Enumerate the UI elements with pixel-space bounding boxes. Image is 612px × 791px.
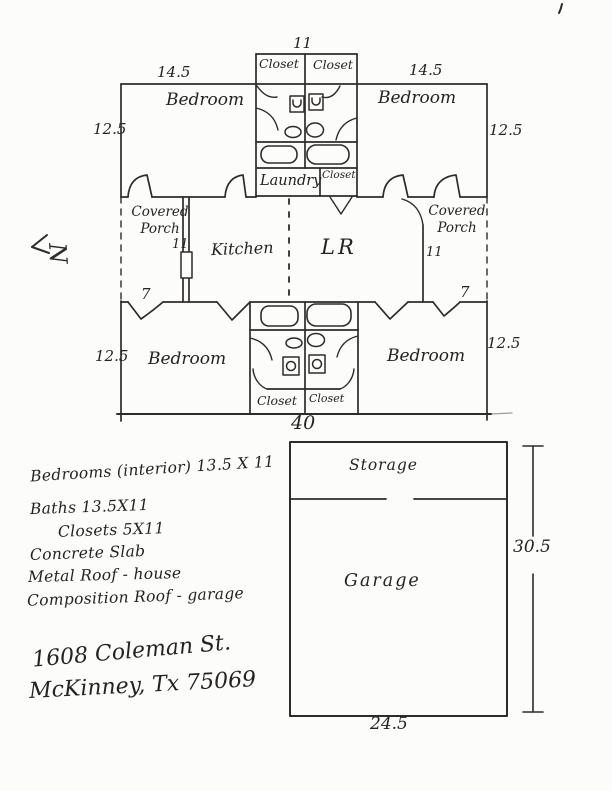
room-label-covered-porch-right: Covered Porch bbox=[428, 203, 486, 236]
door-swing-icon bbox=[127, 301, 164, 320]
stray-pen-mark bbox=[558, 3, 563, 14]
bathtub-icon bbox=[260, 145, 298, 164]
sink-icon bbox=[305, 122, 325, 138]
door-icon bbox=[180, 251, 193, 279]
room-label-laundry: Laundry bbox=[260, 173, 322, 189]
room-label-bedroom-bottom-left: Bedroom bbox=[148, 349, 227, 369]
dimension-porch-right-depth: 7 bbox=[460, 283, 470, 301]
door-swing-icon bbox=[216, 301, 251, 321]
sink-icon bbox=[285, 337, 303, 349]
sink-icon bbox=[284, 125, 302, 139]
bathtub-icon bbox=[260, 305, 299, 327]
porch-left-wall bbox=[180, 196, 193, 303]
door-swing-icon bbox=[329, 196, 353, 215]
dimension-lower-right-height: 12.5 bbox=[487, 334, 521, 352]
dimension-top-left: 14.5 bbox=[157, 63, 191, 81]
room-label-closet-top-left: Closet bbox=[259, 56, 299, 71]
room-label-living-room: LR bbox=[321, 235, 357, 259]
room-label-bedroom-top-right: Bedroom bbox=[378, 88, 457, 108]
compass-arrow-icon bbox=[31, 234, 50, 254]
door-swing-icon bbox=[224, 174, 247, 198]
door-swing-icon bbox=[382, 174, 409, 198]
porch-right-wall bbox=[401, 198, 424, 303]
room-label-covered-porch-left: Covered Porch bbox=[131, 204, 189, 237]
dimension-upper-right-height: 12.5 bbox=[489, 121, 523, 139]
lower-interior-wall bbox=[120, 301, 488, 321]
note-line: Metal Roof - house bbox=[27, 563, 182, 587]
room-label-kitchen: Kitchen bbox=[210, 237, 274, 260]
dimension-lower-left-height: 12.5 bbox=[95, 347, 129, 365]
note-line: Closets 5X11 bbox=[57, 519, 165, 541]
dimension-upper-left-height: 12.5 bbox=[93, 120, 127, 138]
toilet-icon bbox=[282, 356, 300, 376]
door-swing-icon bbox=[401, 198, 424, 226]
door-swing-icon bbox=[256, 85, 278, 98]
room-label-storage: Storage bbox=[349, 456, 418, 474]
toilet-icon bbox=[308, 93, 324, 111]
sink-icon bbox=[306, 332, 326, 348]
room-label-bedroom-bottom-right: Bedroom bbox=[387, 346, 466, 366]
room-label-closet-bottom-left: Closet bbox=[257, 393, 297, 408]
door-swing-icon bbox=[374, 301, 409, 320]
door-swing-icon bbox=[127, 174, 153, 198]
door-swing-icon bbox=[335, 117, 358, 141]
room-label-closet-bottom-right: Closet bbox=[309, 392, 345, 405]
compass-north-label: N bbox=[43, 241, 73, 266]
door-swing-icon bbox=[321, 85, 341, 99]
note-line: Concrete Slab bbox=[29, 541, 146, 565]
dimension-top-right: 14.5 bbox=[409, 61, 443, 79]
bathtub-icon bbox=[306, 144, 350, 165]
door-swing-icon bbox=[249, 337, 273, 361]
dimension-top-center: 11 bbox=[293, 34, 313, 52]
lower-bath-block bbox=[249, 301, 359, 415]
garage-outline bbox=[289, 441, 508, 717]
door-swing-icon bbox=[255, 107, 279, 131]
dimension-garage-width: 24.5 bbox=[370, 714, 408, 734]
dimension-porch-left-width: 11 bbox=[172, 237, 189, 252]
dimension-porch-right-width: 11 bbox=[426, 245, 443, 260]
door-swing-icon bbox=[433, 174, 461, 198]
door-swing-icon bbox=[252, 368, 268, 390]
room-label-closet-hall: Closet bbox=[322, 169, 356, 181]
upper-bath-block bbox=[255, 53, 358, 215]
door-swing-icon bbox=[339, 368, 355, 390]
room-label-bedroom-top-left: Bedroom bbox=[166, 90, 245, 110]
room-label-closet-top-right: Closet bbox=[313, 57, 353, 72]
room-label-garage: Garage bbox=[344, 571, 421, 591]
dimension-porch-left-depth: 7 bbox=[141, 285, 151, 303]
dimension-garage-height: 30.5 bbox=[513, 537, 551, 557]
note-line: Baths 13.5X11 bbox=[29, 495, 150, 519]
toilet-icon bbox=[308, 354, 326, 374]
dimension-total-width: 40 bbox=[291, 412, 316, 434]
toilet-icon bbox=[289, 95, 305, 113]
garage-dimension-line bbox=[522, 445, 544, 713]
house-outline bbox=[116, 83, 513, 422]
door-swing-icon bbox=[336, 335, 359, 358]
door-swing-icon bbox=[432, 301, 461, 317]
bathtub-icon bbox=[306, 303, 352, 327]
